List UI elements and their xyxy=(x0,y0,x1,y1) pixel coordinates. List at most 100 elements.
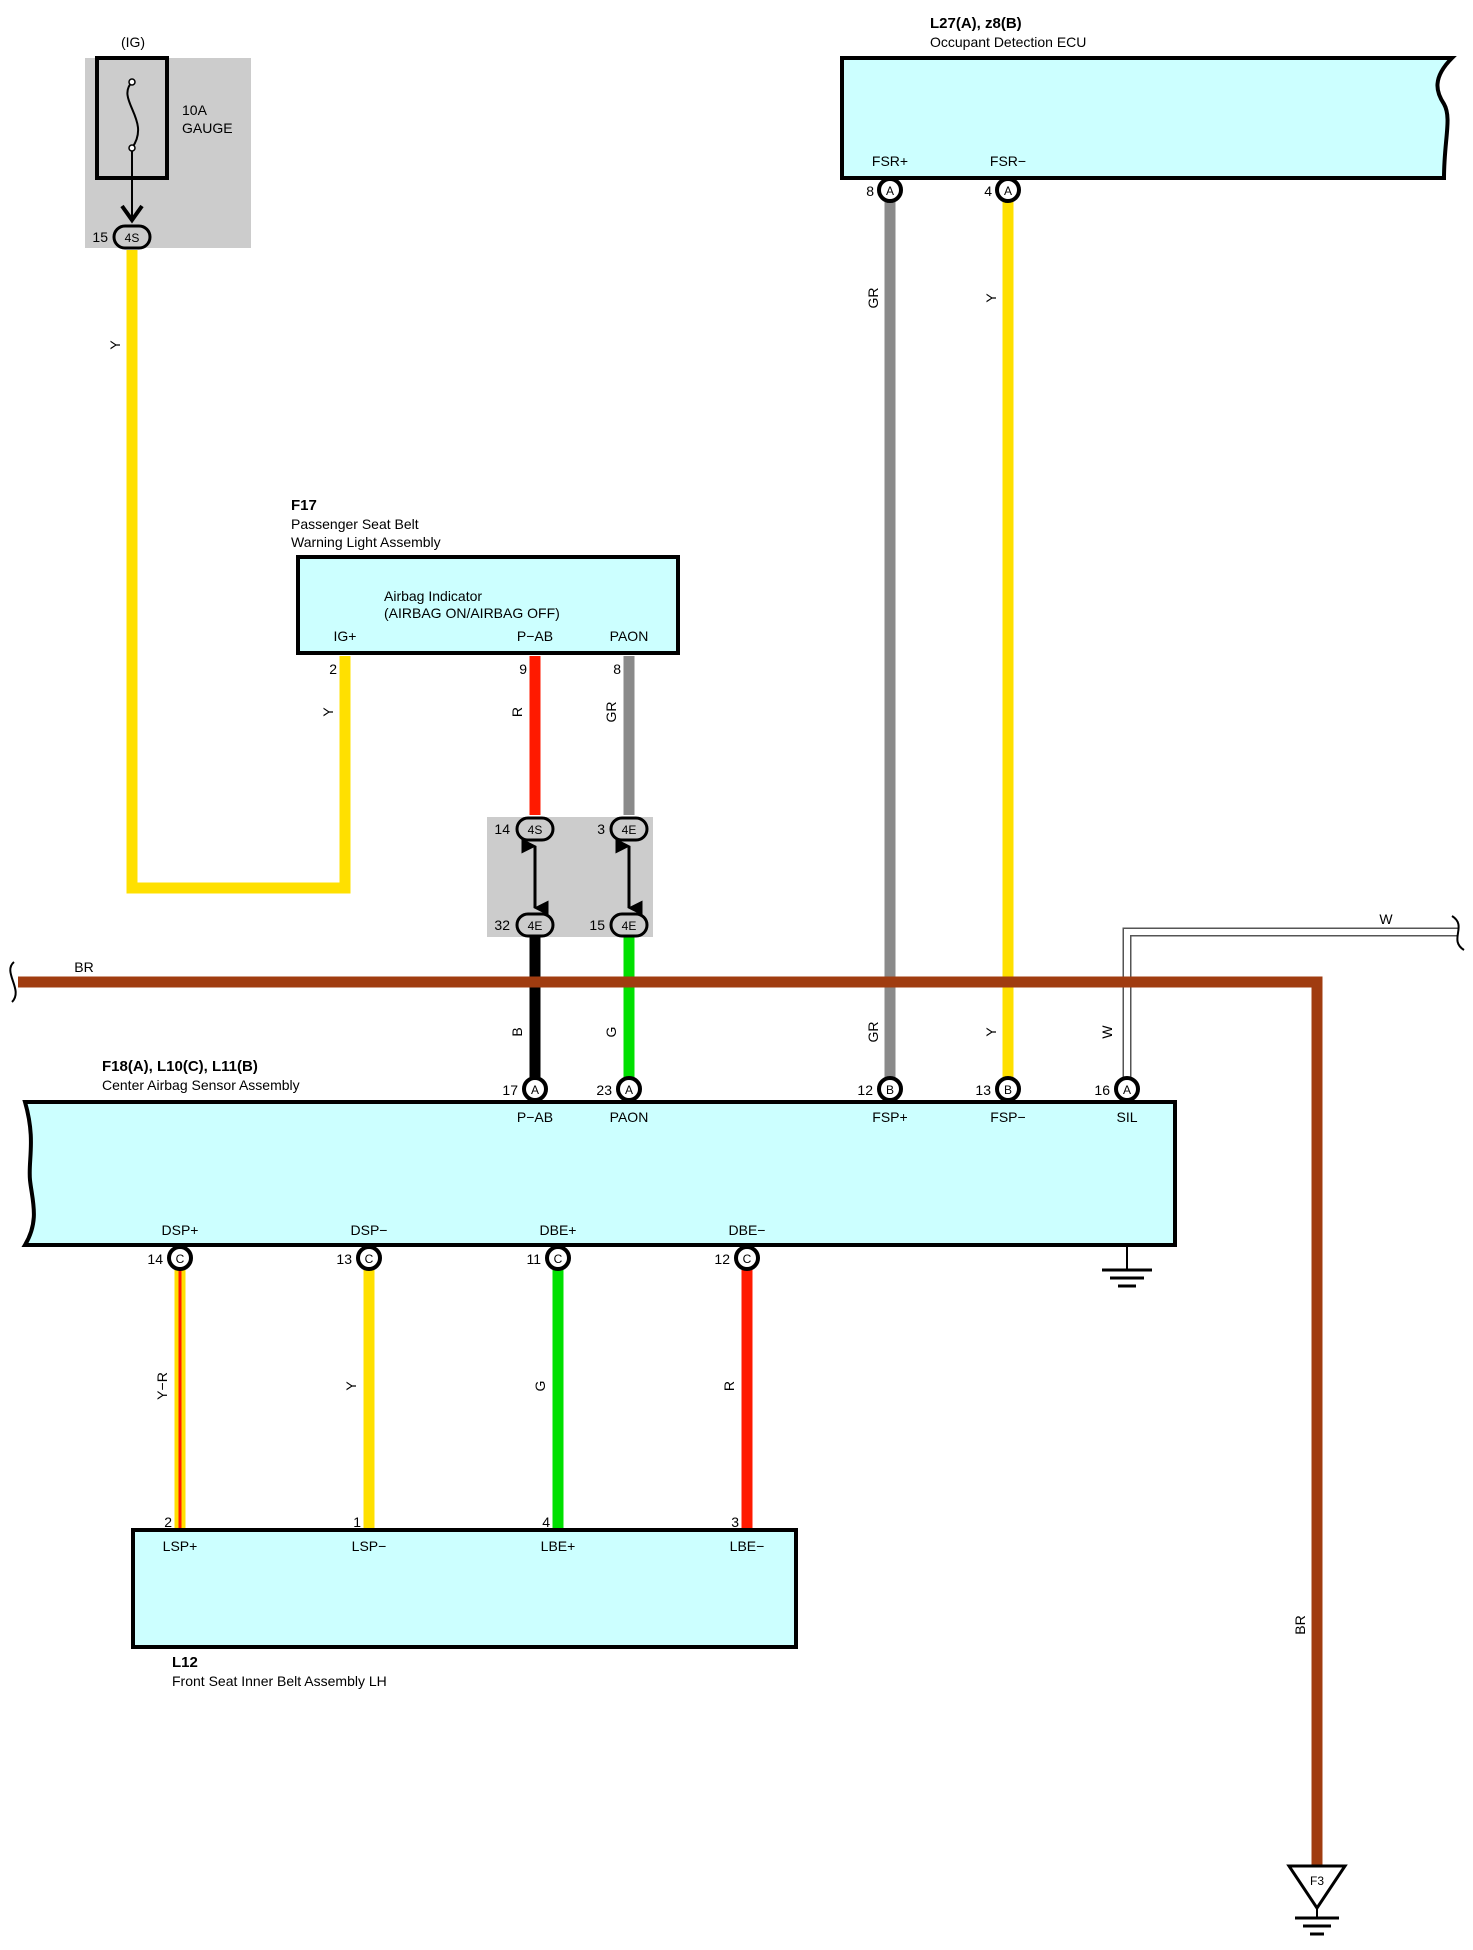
svg-text:A: A xyxy=(625,1083,633,1097)
svg-text:4E: 4E xyxy=(528,919,543,933)
wire-label-g: G xyxy=(532,1381,548,1392)
fuse-block: (IG) 10A GAUGE 15 4S xyxy=(85,34,251,250)
body-ground-icon xyxy=(1102,1247,1152,1288)
wire-br-ground-bus xyxy=(9,961,1323,1868)
center-airbag-sensor-assembly: F18(A), L10(C), L11(B) Center Airbag Sen… xyxy=(21,1058,1177,1288)
f17-name-line2: Warning Light Assembly xyxy=(291,534,441,550)
wire-label-g: G xyxy=(603,1027,619,1038)
f17-code: F17 xyxy=(291,497,317,514)
center-pin-num: 12 xyxy=(714,1251,730,1267)
wire-label-br: BR xyxy=(74,959,93,975)
l12-front-seat-inner-belt: 2 1 4 3 LSP+ LSP− LBE+ LBE− L12 Front Se… xyxy=(131,1514,798,1689)
svg-text:B: B xyxy=(886,1083,894,1097)
f17-warning-light-assembly: F17 Passenger Seat Belt Warning Light As… xyxy=(291,497,680,677)
svg-text:C: C xyxy=(176,1252,185,1266)
ground-point-label: F3 xyxy=(1310,1874,1324,1888)
wire-label-gr: GR xyxy=(865,1022,881,1043)
l12-pin-num: 3 xyxy=(731,1514,739,1530)
svg-text:C: C xyxy=(365,1252,374,1266)
l12-pin-num: 4 xyxy=(542,1514,550,1530)
l27-code: L27(A), z8(B) xyxy=(930,15,1022,32)
junction-connector xyxy=(609,912,649,938)
wire-label-r: R xyxy=(509,707,525,717)
wire-break-icon xyxy=(9,961,17,1003)
l27-name: Occupant Detection ECU xyxy=(930,34,1086,50)
center-pin-num: 17 xyxy=(502,1082,518,1098)
svg-text:C: C xyxy=(554,1252,563,1266)
wire-label-yr: Y−R xyxy=(154,1372,170,1400)
center-pin-num: 14 xyxy=(147,1251,163,1267)
center-pin-label: PAON xyxy=(610,1109,649,1125)
center-pin-num: 12 xyxy=(857,1082,873,1098)
l27-pin-label: FSR+ xyxy=(872,153,908,169)
center-code: F18(A), L10(C), L11(B) xyxy=(102,1058,258,1075)
arrow-icon xyxy=(120,204,144,224)
wire-label-r: R xyxy=(721,1381,737,1391)
wire-label-w: W xyxy=(1379,911,1393,927)
junction-pin-num: 15 xyxy=(589,917,605,933)
junction-connector-block: 14 4S 3 4E 32 4E 15 4E xyxy=(487,816,653,938)
center-name: Center Airbag Sensor Assembly xyxy=(102,1077,300,1093)
l12-pin-label: LBE− xyxy=(730,1538,765,1554)
fuse-connector xyxy=(112,224,152,250)
wire-label-y: Y xyxy=(983,293,999,303)
center-body xyxy=(21,1100,1177,1247)
center-pin-label: SIL xyxy=(1116,1109,1137,1125)
ground-point-f3: F3 xyxy=(1286,1864,1348,1936)
fuse-name: GAUGE xyxy=(182,120,233,136)
wire-w-sil xyxy=(1122,915,1465,1078)
l12-pin-label: LBE+ xyxy=(541,1538,576,1554)
center-pin-num: 16 xyxy=(1094,1082,1110,1098)
f17-pin-label: P−AB xyxy=(517,628,553,644)
wire-label-y: Y xyxy=(320,707,336,717)
wire-label-b: B xyxy=(509,1027,525,1036)
wire-break-icon xyxy=(1451,915,1465,951)
center-pin-num: 13 xyxy=(975,1082,991,1098)
l12-pin-label: LSP− xyxy=(352,1538,387,1554)
junction-pin-num: 3 xyxy=(597,821,605,837)
svg-text:4S: 4S xyxy=(528,823,543,837)
f17-pin-num: 8 xyxy=(613,661,621,677)
center-pin-label: DSP− xyxy=(351,1222,388,1238)
fuse-icon xyxy=(126,81,139,149)
l12-code: L12 xyxy=(172,1654,198,1671)
f17-body xyxy=(296,555,680,655)
connector-icon xyxy=(616,1076,642,1102)
connector-icon xyxy=(734,1245,760,1271)
f17-inner-line1: Airbag Indicator xyxy=(384,588,482,604)
center-pin-label: DBE+ xyxy=(540,1222,577,1238)
l27-body xyxy=(840,56,1457,180)
wire-label-y: Y xyxy=(343,1381,359,1391)
wire-label-br: BR xyxy=(1292,1615,1308,1634)
connector-icon xyxy=(1114,1076,1140,1102)
f17-name-line1: Passenger Seat Belt xyxy=(291,516,419,532)
center-pin-label: FSP− xyxy=(990,1109,1025,1125)
l12-pin-num: 2 xyxy=(164,1514,172,1530)
l12-pin-label: LSP+ xyxy=(163,1538,198,1554)
connector-icon xyxy=(522,1076,548,1102)
l12-name: Front Seat Inner Belt Assembly LH xyxy=(172,1673,387,1689)
l27-pin-num: 4 xyxy=(984,183,992,199)
wire-label-y: Y xyxy=(107,340,123,350)
wire-y-fuse-to-ig xyxy=(126,250,351,894)
svg-text:4S: 4S xyxy=(125,231,140,245)
f17-pin-num: 2 xyxy=(329,661,337,677)
fuse-pin-num: 15 xyxy=(92,229,108,245)
junction-pin-num: 14 xyxy=(494,821,510,837)
l27-occupant-detection-ecu: L27(A), z8(B) Occupant Detection ECU FSR… xyxy=(840,15,1457,203)
fuse-rating: 10A xyxy=(182,102,208,118)
svg-text:A: A xyxy=(531,1083,539,1097)
junction-connector xyxy=(515,912,555,938)
f17-pin-label: IG+ xyxy=(334,628,357,644)
junction-pin-num: 32 xyxy=(494,917,510,933)
l27-pin-label: FSR− xyxy=(990,153,1026,169)
svg-text:4E: 4E xyxy=(622,823,637,837)
svg-text:A: A xyxy=(1004,184,1012,198)
svg-text:C: C xyxy=(743,1252,752,1266)
wire-label-gr: GR xyxy=(865,288,881,309)
wire-label-gr: GR xyxy=(603,702,619,723)
fuse-source-label: (IG) xyxy=(121,34,145,50)
connector-icon xyxy=(995,177,1021,203)
l12-pin-num: 1 xyxy=(353,1514,361,1530)
